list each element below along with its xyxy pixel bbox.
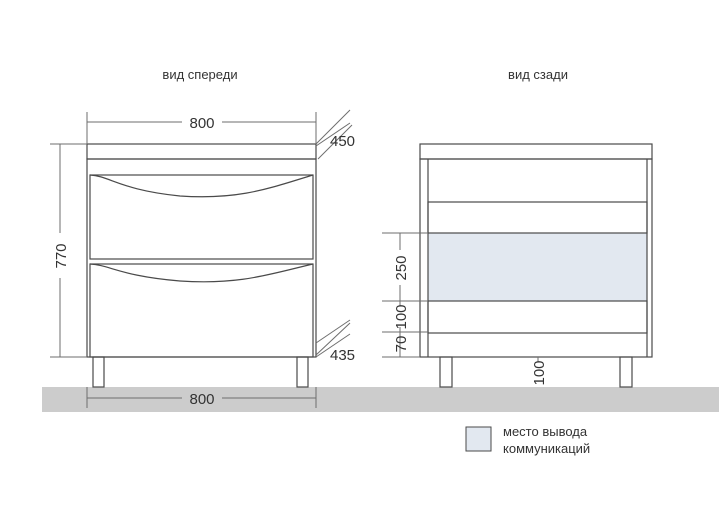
front-view bbox=[86, 143, 317, 388]
back-lower-panel bbox=[427, 300, 648, 334]
front-height-label: 770 bbox=[53, 243, 70, 268]
back-dim-100-lower-label: 100 bbox=[531, 360, 548, 385]
floor-band bbox=[42, 387, 719, 412]
back-view bbox=[419, 143, 653, 388]
front-depth-bottom-label: 435 bbox=[330, 347, 355, 364]
legend-line-1: место вывода bbox=[503, 424, 588, 439]
back-communications-zone bbox=[428, 233, 647, 301]
back-countertop bbox=[419, 143, 653, 160]
back-dim-70-label: 70 bbox=[393, 336, 410, 353]
back-dimensions bbox=[382, 232, 539, 362]
legend-line-2: коммуникаций bbox=[503, 441, 590, 456]
front-bottom-drawer-curve bbox=[89, 263, 314, 283]
legend-swatch bbox=[465, 426, 492, 452]
front-bottom-drawer bbox=[89, 263, 314, 358]
front-top-drawer-curve bbox=[89, 174, 314, 198]
front-depth-top-label: 450 bbox=[330, 133, 355, 150]
back-view-title: вид сзади bbox=[508, 67, 568, 82]
back-upper-panel bbox=[427, 201, 648, 234]
legend: место вывода коммуникаций bbox=[465, 424, 590, 456]
front-top-drawer bbox=[89, 174, 314, 260]
back-left-leg bbox=[439, 356, 453, 388]
back-dim-250-label: 250 bbox=[393, 255, 410, 280]
front-cabinet-body bbox=[86, 158, 317, 358]
front-countertop bbox=[86, 143, 317, 160]
front-width-top-label: 800 bbox=[189, 115, 214, 132]
front-left-leg bbox=[92, 356, 105, 388]
front-dimensions bbox=[50, 109, 353, 408]
front-right-leg bbox=[296, 356, 309, 388]
back-cabinet-body bbox=[419, 158, 653, 358]
front-view-title: вид спереди bbox=[162, 67, 237, 82]
back-right-leg bbox=[619, 356, 633, 388]
front-width-bottom-label: 800 bbox=[189, 391, 214, 408]
back-dim-100-upper-label: 100 bbox=[393, 304, 410, 329]
